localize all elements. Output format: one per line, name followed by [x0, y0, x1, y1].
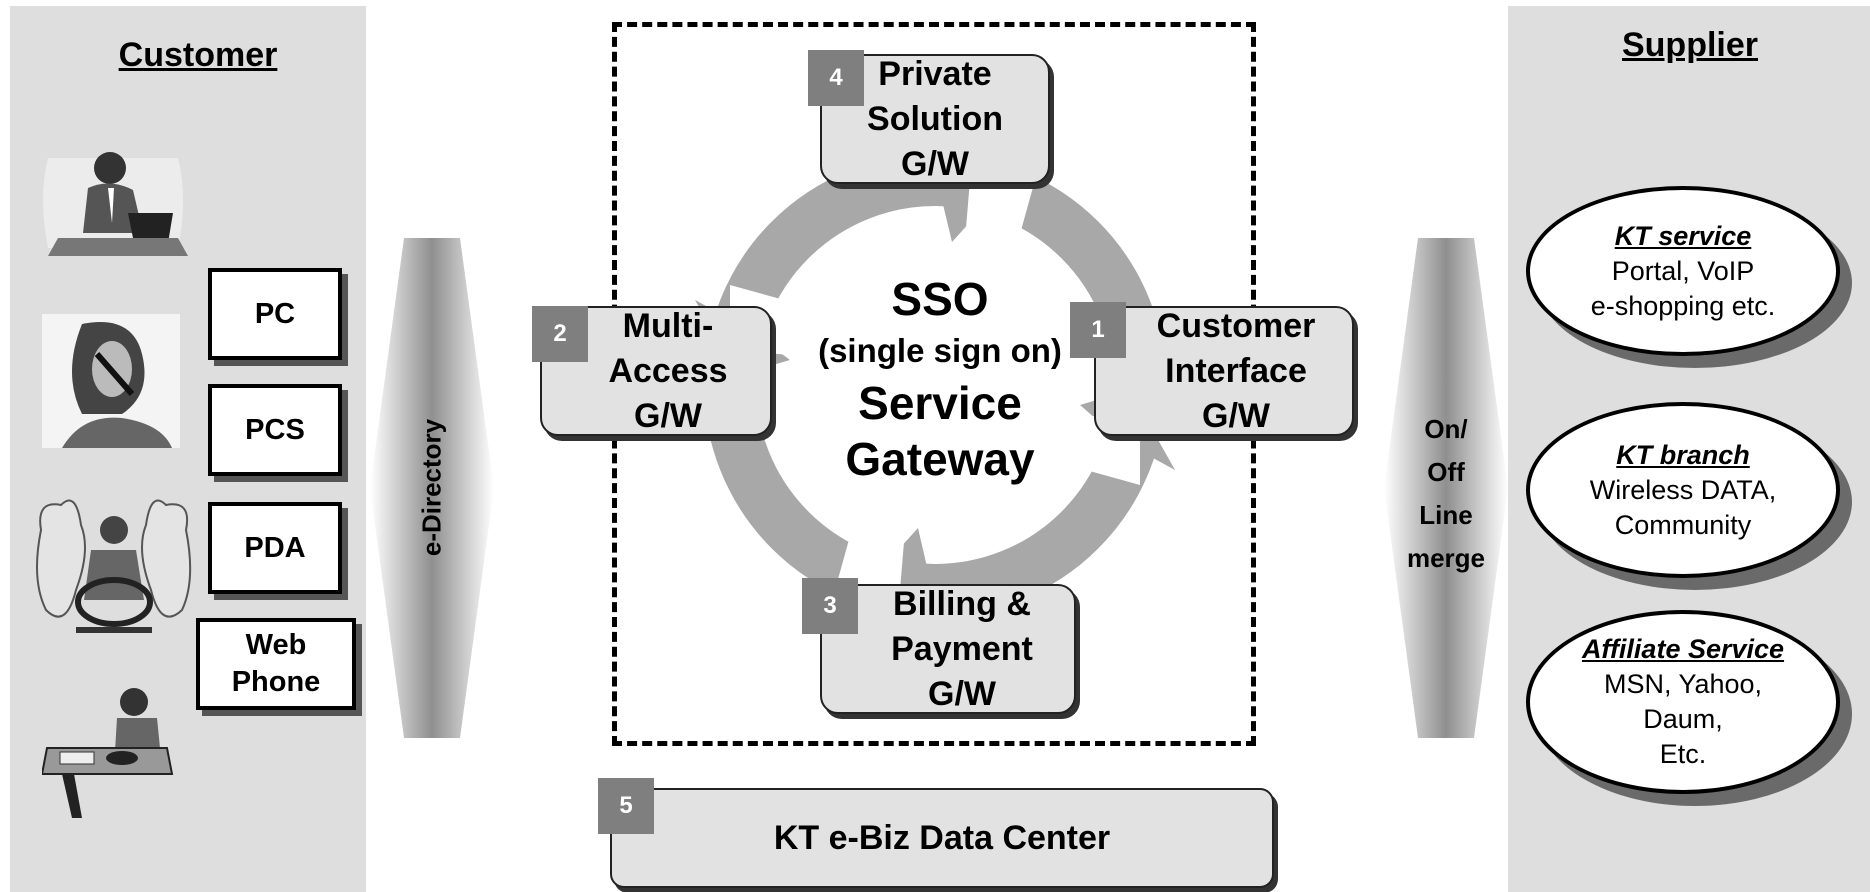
kt-ebiz-data-center: KT e-Biz Data Center	[610, 788, 1274, 888]
supplier-title: Supplier	[1621, 26, 1759, 64]
kt-branch-line1: Wireless DATA,	[1589, 474, 1777, 505]
merge-label-line4: merge	[1406, 543, 1486, 573]
supplier-affiliate-service: Affiliate Service MSN, Yahoo, Daum, Etc.	[1526, 610, 1840, 794]
sso-title: SSO	[891, 273, 989, 325]
supplier-kt-branch: KT branch Wireless DATA, Community	[1526, 402, 1840, 578]
gateway-number-2: 2	[532, 306, 588, 362]
kt-service-head: KT service	[1614, 220, 1752, 251]
gw2-line1: Multi-	[622, 306, 714, 345]
businessman-laptop-icon	[43, 152, 188, 256]
service-gateway-line1: Service	[858, 377, 1022, 429]
customer-title: Customer	[118, 36, 278, 74]
gateway-number-4: 4	[808, 50, 864, 106]
woman-phone-icon	[42, 314, 180, 448]
gateway-number-3: 3	[802, 578, 858, 634]
e-directory-label: e-Directory	[416, 418, 447, 557]
gw4-line3: G/W	[901, 144, 969, 183]
merge-label-line2: Off	[1427, 457, 1465, 487]
gw4-line2: Solution	[867, 99, 1003, 138]
kt-branch-line2: Community	[1614, 509, 1752, 540]
stressed-driver-icon	[36, 499, 192, 633]
kt-service-line1: Portal, VoIP	[1611, 255, 1755, 286]
device-pc: PC	[208, 268, 342, 360]
affiliate-service-head: Affiliate Service	[1581, 634, 1785, 664]
gateway-customer-interface: Customer Interface G/W	[1094, 306, 1354, 436]
datacenter-number-5: 5	[598, 778, 654, 834]
device-pda: PDA	[208, 502, 342, 594]
man-desk-phone-icon	[42, 688, 174, 818]
kt-branch-head: KT branch	[1616, 439, 1750, 470]
merge-label-line1: On/	[1424, 414, 1468, 444]
gw3-line1: Billing &	[893, 584, 1031, 623]
device-pcs: PCS	[208, 384, 342, 476]
affiliate-line1: MSN, Yahoo,	[1603, 669, 1763, 699]
gw3-line2: Payment	[891, 629, 1033, 668]
service-gateway-line2: Gateway	[845, 433, 1035, 485]
gw1-line3: G/W	[1202, 396, 1270, 435]
device-web-phone: Web Phone	[196, 618, 356, 710]
gateway-billing-payment: Billing & Payment G/W	[820, 584, 1076, 714]
e-directory-arrow	[370, 238, 494, 738]
gw1-line1: Customer	[1156, 306, 1316, 345]
gw4-line1: Private	[878, 54, 992, 93]
supplier-kt-service: KT service Portal, VoIP e-shopping etc.	[1526, 186, 1840, 356]
on-off-line-merge-arrow	[1384, 238, 1508, 738]
gateway-number-1: 1	[1070, 302, 1126, 358]
gw2-line2: Access	[608, 351, 728, 390]
sso-subtitle: (single sign on)	[818, 332, 1062, 369]
on-off-line-merge-label: On/ Off Line merge	[1396, 408, 1496, 580]
kt-service-line2: e-shopping etc.	[1590, 290, 1776, 321]
affiliate-line3: Etc.	[1659, 739, 1707, 769]
merge-label-line3: Line	[1419, 500, 1473, 530]
gw2-line3: G/W	[634, 396, 702, 435]
gw1-line2: Interface	[1165, 351, 1307, 390]
affiliate-line2: Daum,	[1643, 704, 1723, 734]
gw3-line3: G/W	[928, 674, 996, 713]
